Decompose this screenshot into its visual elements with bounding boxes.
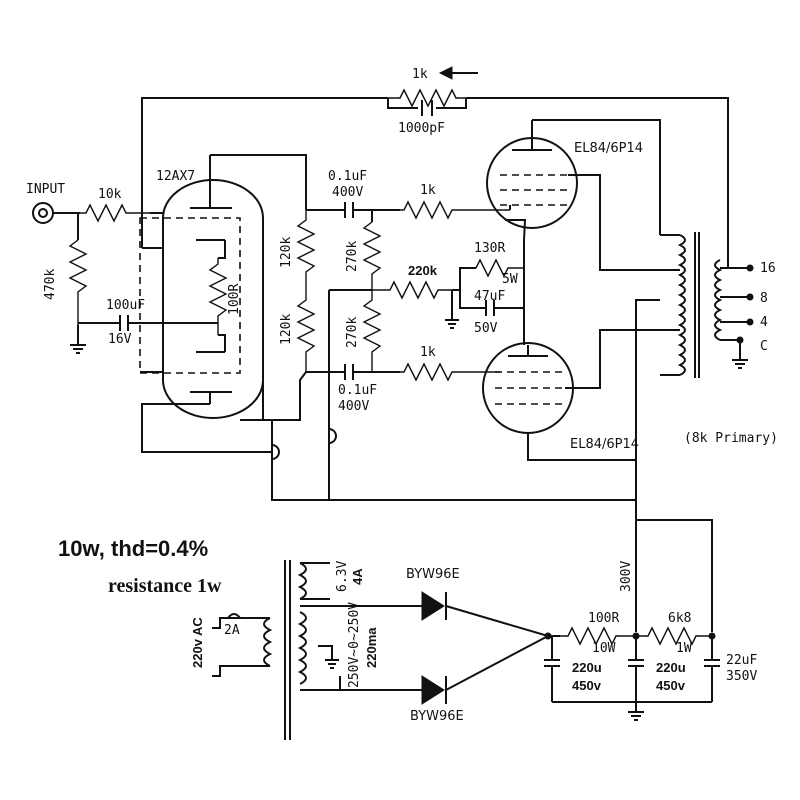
psu-capacitor-2-value: 220u xyxy=(656,660,686,675)
psu-resistor-1 xyxy=(560,626,636,646)
tap-16-label: 16 xyxy=(760,261,776,276)
input-jack-icon xyxy=(32,202,54,224)
psu-capacitor-2-voltage: 450v xyxy=(656,678,686,693)
grid-stopper-upper-label: 1k xyxy=(420,183,436,198)
output-cathode-capacitor-value: 47uF xyxy=(474,289,505,304)
ground-icon xyxy=(732,359,748,369)
psu-resistor-2-watt: 1W xyxy=(676,641,692,656)
coupling-cap-lower xyxy=(340,364,400,380)
cathode-resistor xyxy=(208,258,228,335)
output-tube-upper: EL84/6P14 xyxy=(486,119,680,271)
output-cathode-resistor xyxy=(475,258,524,278)
psu-capacitor-2 xyxy=(628,636,644,712)
grid-resistor-upper-label: 270k xyxy=(345,241,360,272)
coupling-cap-lower-voltage: 400V xyxy=(338,399,369,414)
preamp-tube-12ax7: 100R 12AX7 xyxy=(139,155,272,453)
plate-resistor-1-label: 120k xyxy=(279,237,294,268)
fuse-label: 2A xyxy=(224,623,240,638)
output-cathode-resistor-label: 130R xyxy=(474,241,505,256)
fuse-icon xyxy=(227,613,241,619)
rectifier-diode-upper xyxy=(390,591,549,637)
psu-resistor-1-watt: 10W xyxy=(592,641,616,656)
rectifier-diode-lower xyxy=(340,635,549,705)
psu-capacitor-1-value: 220u xyxy=(572,660,602,675)
input-resistor xyxy=(80,203,150,223)
grid-stopper-upper xyxy=(400,200,510,220)
grid-resistor-upper xyxy=(362,221,382,290)
psu-capacitor-3 xyxy=(704,636,720,702)
ht-voltage-label: 250V~0~250V xyxy=(347,602,362,688)
psu-filter: 100R 10W 6k8 1W 220u 450v 220u 450v xyxy=(544,611,757,721)
grid-leak-resistor xyxy=(68,239,88,325)
plate-load-network: 120k 120k xyxy=(210,154,636,501)
feedback-resistor xyxy=(388,88,466,108)
diode-upper-label: BYW96E xyxy=(406,567,460,582)
coupling-cap-upper-voltage: 400V xyxy=(332,185,363,200)
output-grid-network: 270k 270k 1k 1k 220k 130R 5W xyxy=(345,183,525,382)
bias-resistor-label: 220k xyxy=(408,263,438,278)
input-stage: INPUT 10k 470k 100uF 16V xyxy=(26,182,218,354)
cathode-capacitor-voltage: 16V xyxy=(108,332,132,347)
b-plus-rail: 300V xyxy=(619,460,713,632)
spec-power-thd: 10w, thd=0.4% xyxy=(58,536,208,561)
psu-resistor-2 xyxy=(636,626,712,646)
grid-resistor-lower xyxy=(362,290,382,372)
output-transformer: 16 8 4 C (8k Primary) xyxy=(635,232,778,500)
spec-resistor-rating: resistance 1w xyxy=(108,575,222,597)
output-cathode-resistor-watt: 5W xyxy=(502,272,518,287)
input-label: INPUT xyxy=(26,182,65,197)
input-resistor-label: 10k xyxy=(98,187,122,202)
heater-current-label: 4A xyxy=(350,568,365,585)
primary-impedance-label: (8k Primary) xyxy=(684,431,778,446)
tap-8-label: 8 xyxy=(760,291,768,306)
psu-capacitor-1-voltage: 450v xyxy=(572,678,602,693)
cathode-bypass-capacitor xyxy=(119,315,129,331)
coupling-cap-lower-value: 0.1uF xyxy=(338,383,377,398)
psu-capacitor-1 xyxy=(544,636,560,702)
output-cathode-capacitor-voltage: 50V xyxy=(474,321,498,336)
psu-capacitor-3-value: 22uF xyxy=(726,653,757,668)
output-tube-lower-label: EL84/6P14 xyxy=(570,437,639,452)
ground-icon xyxy=(445,319,459,329)
coupling-cap-upper xyxy=(340,202,400,218)
output-tube-upper-label: EL84/6P14 xyxy=(574,141,643,156)
grid-resistor-lower-label: 270k xyxy=(345,317,360,348)
plate-resistor-2 xyxy=(296,290,316,372)
ac-input-label: 220v AC xyxy=(190,617,205,668)
feedback-resistor-label: 1k xyxy=(412,67,428,82)
feedback-capacitor-label: 1000pF xyxy=(398,121,445,136)
feedback-capacitor xyxy=(421,100,433,116)
psu-resistor-2-label: 6k8 xyxy=(668,611,691,626)
psu-capacitor-3-voltage: 350V xyxy=(726,669,757,684)
feedback-network: 1k 1000pF xyxy=(141,66,729,268)
ground-icon xyxy=(628,711,644,721)
grid-stopper-lower-label: 1k xyxy=(420,345,436,360)
b-plus-label: 300V xyxy=(619,561,634,592)
heater-voltage-label: 6.3V xyxy=(335,561,350,592)
tap-common-label: C xyxy=(760,339,768,354)
cathode-resistor-label: 100R xyxy=(227,284,242,315)
tap-4-label: 4 xyxy=(760,315,768,330)
coupling-cap-upper-value: 0.1uF xyxy=(328,169,367,184)
diode-lower-label: BYW96E xyxy=(410,709,464,724)
ground-icon xyxy=(325,659,339,669)
grid-leak-resistor-label: 470k xyxy=(43,269,58,300)
cathode-capacitor-value: 100uF xyxy=(106,298,145,313)
plate-resistor-2-label: 120k xyxy=(279,314,294,345)
output-tube-lower: EL84/6P14 xyxy=(482,329,680,461)
bias-resistor xyxy=(372,280,452,300)
preamp-tube-label: 12AX7 xyxy=(156,169,195,184)
psu-resistor-1-label: 100R xyxy=(588,611,619,626)
ground-icon xyxy=(70,325,86,354)
grid-stopper-lower xyxy=(400,362,500,382)
ht-current-label: 220ma xyxy=(364,627,379,668)
plate-resistor-1 xyxy=(296,210,316,290)
arrow-left-icon xyxy=(438,66,478,80)
power-transformer: 2A 220v AC 6.3V 4A 250V~0~250V 220ma xyxy=(190,560,400,740)
